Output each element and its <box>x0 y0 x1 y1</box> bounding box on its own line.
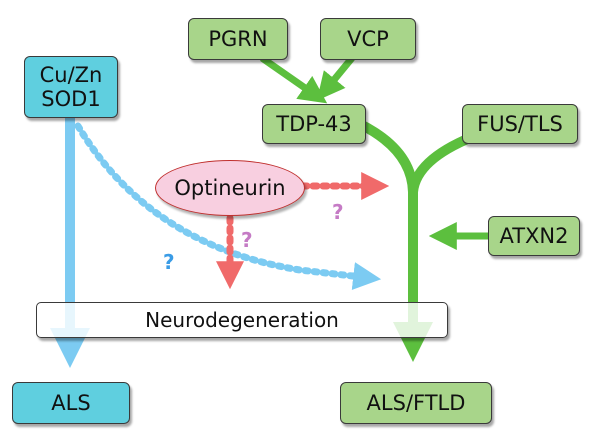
sod1-label-line2: SOD1 <box>41 87 101 111</box>
tdp43-label: TDP-43 <box>276 112 352 136</box>
arrow-pgrn-tdp43 <box>259 55 328 104</box>
pgrn-label: PGRN <box>208 27 268 51</box>
neurodegeneration-label: Neurodegeneration <box>145 308 339 332</box>
als-ftld-label: ALS/FTLD <box>366 391 466 415</box>
sod1-box: Cu/Zn SOD1 <box>24 56 118 118</box>
optineurin-label: Optineurin <box>174 176 286 200</box>
question-mark-sod1: ? <box>163 250 175 274</box>
question-mark-optineurin-neuro: ? <box>241 228 253 252</box>
optineurin-ellipse: Optineurin <box>155 160 305 216</box>
arrow-sod1-dotted <box>74 122 382 291</box>
atxn2-label: ATXN2 <box>499 224 569 248</box>
als-label: ALS <box>51 391 91 415</box>
vcp-box: VCP <box>320 18 416 60</box>
pgrn-box: PGRN <box>188 18 288 60</box>
question-mark-optineurin-trunk: ? <box>332 200 344 224</box>
atxn2-box: ATXN2 <box>488 216 580 256</box>
fus-tls-box: FUS/TLS <box>462 104 578 144</box>
vcp-label: VCP <box>347 27 389 51</box>
neurodegeneration-box: Neurodegeneration <box>36 302 448 338</box>
als-ftld-box: ALS/FTLD <box>340 382 492 424</box>
arrow-vcp-tdp43 <box>316 55 355 101</box>
tdp43-box: TDP-43 <box>262 104 366 144</box>
als-box: ALS <box>12 382 130 424</box>
sod1-label-line1: Cu/Zn <box>39 62 103 87</box>
arrow-tdp43-trunk <box>357 119 418 193</box>
fus-tls-label: FUS/TLS <box>477 112 563 136</box>
arrow-fus-trunk <box>408 132 474 193</box>
